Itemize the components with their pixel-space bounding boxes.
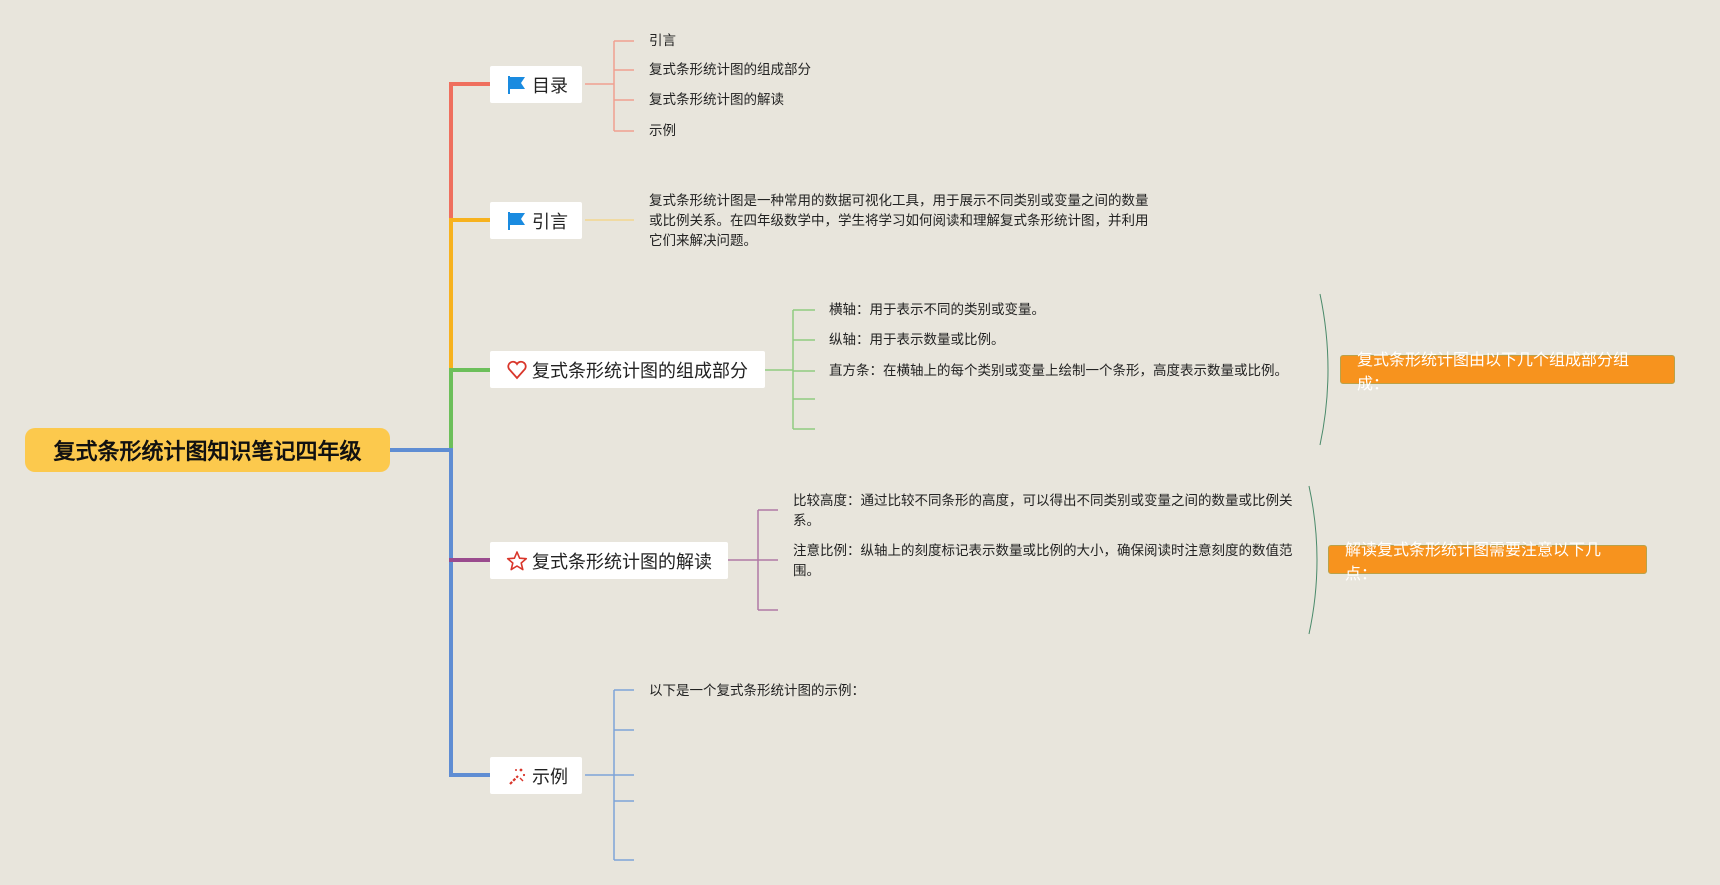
branch-label: 目录 [532,75,568,97]
branch-label: 复式条形统计图的解读 [532,551,712,573]
list-item[interactable]: 以下是一个复式条形统计图的示例： [649,683,865,699]
star-icon [506,550,528,572]
intro-text[interactable]: 复式条形统计图是一种常用的数据可视化工具，用于展示不同类别或变量之间的数量或比例… [649,193,1149,249]
list-item[interactable]: 直方条：在横轴上的每个类别或变量上绘制一个条形，高度表示数量或比例。 [829,363,1288,379]
branch-reading[interactable]: 复式条形统计图的解读 [490,542,728,579]
list-item[interactable]: 复式条形统计图的解读 [649,92,784,108]
list-item[interactable]: 复式条形统计图的组成部分 [649,62,811,78]
flag-icon [506,210,528,232]
summary-callout[interactable]: 复式条形统计图由以下几个组成部分组成： [1340,350,1675,393]
flag-icon [506,74,528,96]
root-title: 复式条形统计图知识笔记四年级 [53,440,362,465]
list-item[interactable]: 纵轴：用于表示数量或比例。 [829,332,1005,348]
branch-label: 引言 [532,211,568,233]
branch-label: 示例 [532,766,568,788]
magic-wand-icon [506,765,528,787]
list-item[interactable]: 示例 [649,123,676,139]
list-item[interactable]: 横轴：用于表示不同的类别或变量。 [829,302,1045,318]
list-item[interactable]: 注意比例：纵轴上的刻度标记表示数量或比例的大小，确保阅读时注意刻度的数值范围。 [793,543,1293,579]
branch-intro[interactable]: 引言 [490,202,582,239]
branch-components[interactable]: 复式条形统计图的组成部分 [490,351,765,388]
root-topic[interactable]: 复式条形统计图知识笔记四年级 [25,428,390,472]
list-item[interactable]: 引言 [649,33,676,49]
list-item[interactable]: 比较高度：通过比较不同条形的高度，可以得出不同类别或变量之间的数量或比例关系。 [793,493,1293,529]
branch-label: 复式条形统计图的组成部分 [532,360,748,382]
branch-toc[interactable]: 目录 [490,66,582,103]
summary-callout[interactable]: 解读复式条形统计图需要注意以下几点： [1328,540,1647,583]
branch-example[interactable]: 示例 [490,757,582,794]
heart-icon [506,359,528,381]
